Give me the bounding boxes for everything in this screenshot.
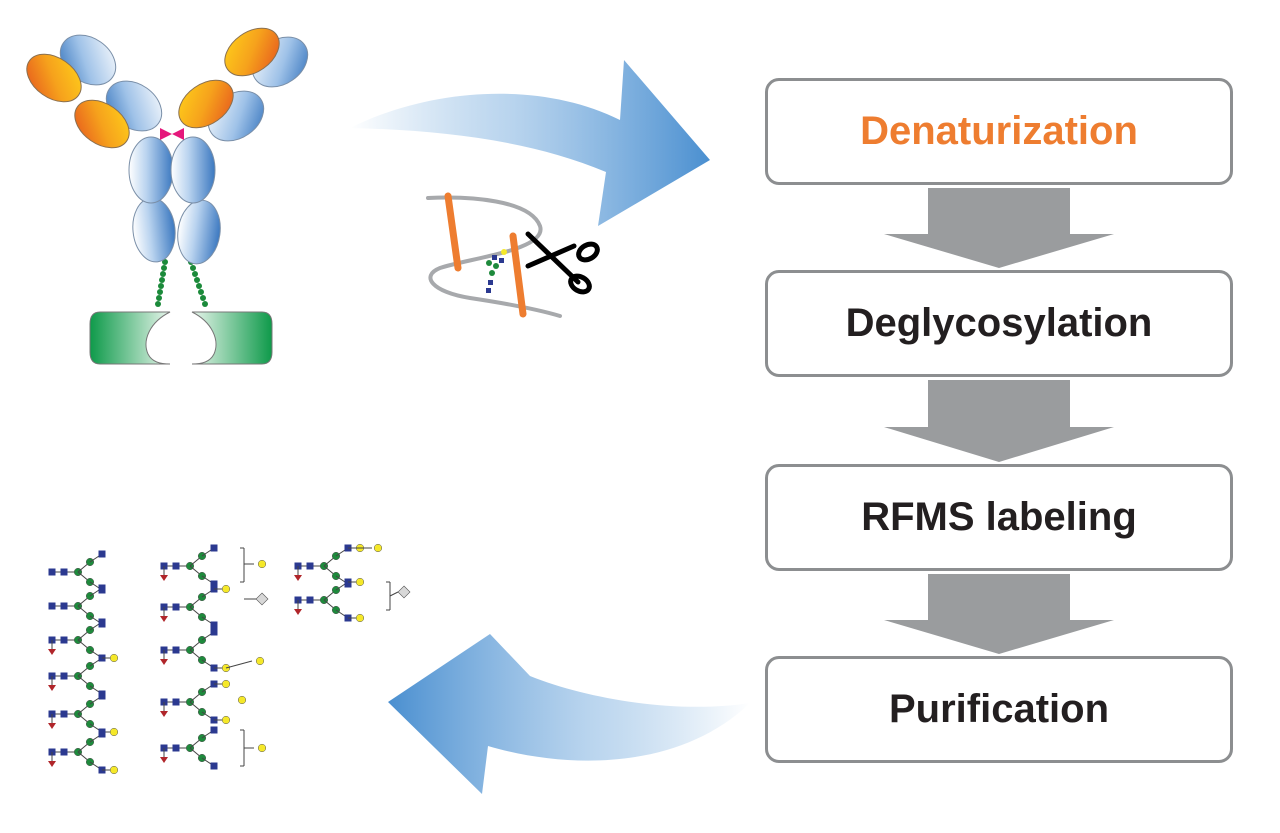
down-arrow-2 bbox=[884, 380, 1114, 462]
step-denaturization: Denaturization bbox=[765, 78, 1233, 185]
hinge bbox=[160, 128, 184, 140]
step-label: Denaturization bbox=[860, 109, 1138, 153]
down-arrow-1 bbox=[884, 188, 1114, 268]
enzyme-cleavage-icon bbox=[426, 192, 600, 318]
scissors-icon bbox=[525, 231, 600, 295]
antibody-icon bbox=[26, 27, 309, 365]
step-label: Deglycosylation bbox=[845, 301, 1153, 345]
mini-glycan-icon bbox=[486, 249, 507, 293]
receptor-right bbox=[191, 311, 273, 365]
step-arrows bbox=[884, 188, 1114, 654]
step-label: Purification bbox=[888, 687, 1110, 731]
receptor-left bbox=[89, 311, 171, 365]
step-rfms-labeling: RFMS labeling bbox=[765, 464, 1233, 571]
flow-arrow-to-glycans bbox=[388, 634, 750, 794]
down-arrow-3 bbox=[884, 574, 1114, 654]
step-label: RFMS labeling bbox=[861, 495, 1137, 539]
linker-beads bbox=[155, 259, 208, 307]
step-deglycosylation: Deglycosylation bbox=[765, 270, 1233, 377]
step-purification: Purification bbox=[765, 656, 1233, 763]
glycan-structures-icon bbox=[48, 543, 411, 775]
flow-arrow-to-workflow bbox=[350, 60, 710, 226]
